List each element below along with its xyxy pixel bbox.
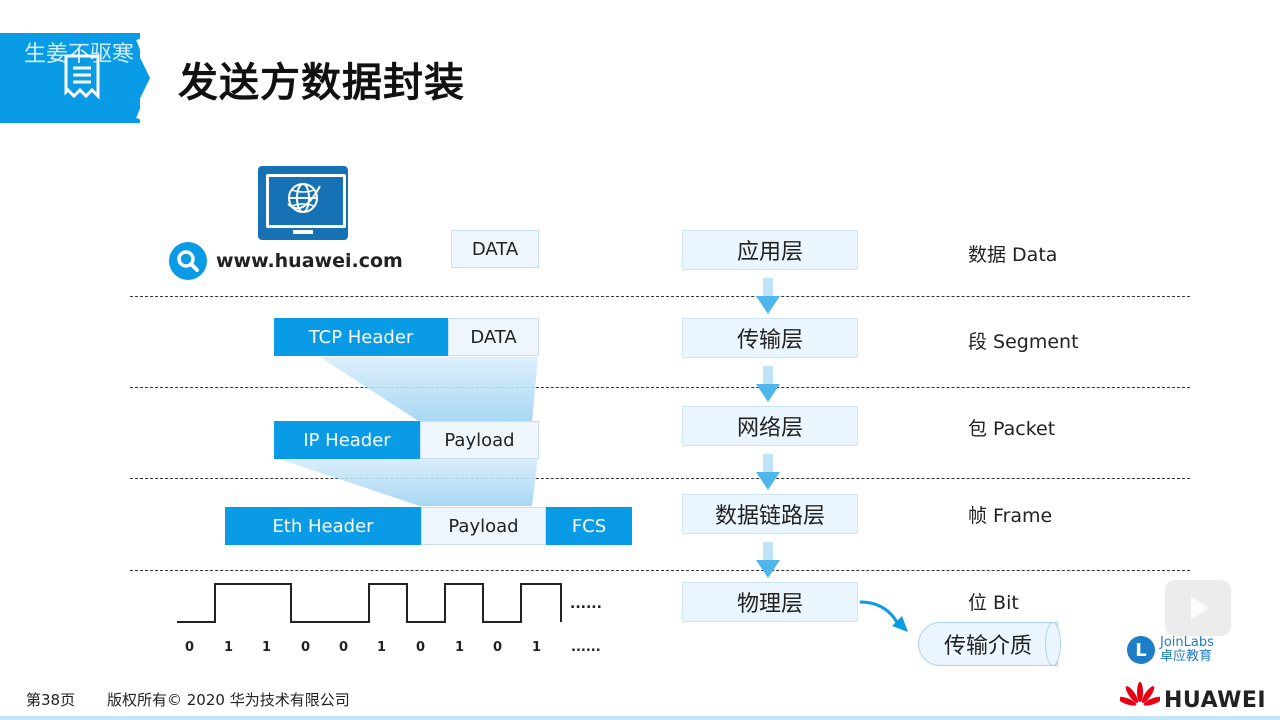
title-banner xyxy=(0,33,140,123)
layer-network: 网络层 xyxy=(682,406,858,446)
down-arrow-icon xyxy=(756,366,780,402)
page-number: 第38页 xyxy=(26,691,76,709)
signal-ellipsis: ...... xyxy=(570,596,602,612)
bottom-accent-line xyxy=(0,716,1280,720)
bit-9: 1 xyxy=(532,640,542,655)
down-arrow-icon xyxy=(756,278,780,314)
curved-arrow-icon xyxy=(859,600,908,632)
joinlabs-en: JoinLabs xyxy=(1160,635,1214,650)
bit-1: 1 xyxy=(224,640,234,655)
medium-cap xyxy=(1045,622,1061,666)
ip-header-box: IP Header xyxy=(274,421,420,459)
ip-payload-box: Payload xyxy=(420,421,539,459)
layer-datalink: 数据链路层 xyxy=(682,494,858,534)
bit-7: 1 xyxy=(455,640,465,655)
monitor-globe-icon xyxy=(258,166,348,240)
encapsulation-funnel xyxy=(270,357,538,506)
bit-0: 0 xyxy=(185,640,195,655)
eth-payload-box: Payload xyxy=(421,507,546,545)
app-data-box: DATA xyxy=(451,230,539,268)
huawei-brand-text: HUAWEI xyxy=(1164,688,1267,713)
copyright-text: 版权所有© 2020 华为技术有限公司 xyxy=(107,691,350,709)
bit-5: 1 xyxy=(377,640,387,655)
bit-8: 0 xyxy=(493,640,503,655)
document-icon xyxy=(64,54,100,100)
layer-transport: 传输层 xyxy=(682,318,858,358)
layer-physical: 物理层 xyxy=(682,582,858,622)
play-button[interactable] xyxy=(1165,580,1231,636)
down-arrow-icon xyxy=(756,542,780,578)
joinlabs-logo-icon: L xyxy=(1127,636,1155,664)
transmission-medium: 传输介质 xyxy=(918,622,1058,666)
separator-1 xyxy=(130,296,1190,297)
separator-2 xyxy=(130,387,1190,388)
page-title: 发送方数据封装 xyxy=(178,60,465,106)
separator-4 xyxy=(130,570,1190,571)
play-icon xyxy=(1191,596,1209,620)
unit-bit: 位 Bit xyxy=(968,592,1019,614)
banner-chevron-icon xyxy=(136,37,159,121)
layer-application: 应用层 xyxy=(682,230,858,270)
separator-3 xyxy=(130,478,1190,479)
huawei-logo-icon xyxy=(1120,682,1160,706)
joinlabs-cn: 卓应教育 xyxy=(1160,649,1213,664)
tcp-header-box: TCP Header xyxy=(274,318,448,356)
bit-4: 0 xyxy=(339,640,349,655)
url-text: www.huawei.com xyxy=(216,250,403,272)
bit-6: 0 xyxy=(416,640,426,655)
down-arrow-icon xyxy=(756,454,780,490)
unit-packet: 包 Packet xyxy=(968,418,1056,440)
unit-segment: 段 Segment xyxy=(968,331,1079,353)
unit-frame: 帧 Frame xyxy=(968,505,1053,527)
eth-header-box: Eth Header xyxy=(225,507,421,545)
joinlabs-text: JoinLabs 卓应教育 xyxy=(1160,636,1214,664)
search-icon xyxy=(169,242,207,280)
bit-3: 0 xyxy=(301,640,311,655)
tcp-data-box: DATA xyxy=(448,318,539,356)
signal-waveform xyxy=(177,583,562,623)
bits-ellipsis: ...... xyxy=(571,640,601,655)
bit-2: 1 xyxy=(262,640,272,655)
eth-fcs-box: FCS xyxy=(546,507,632,545)
unit-data: 数据 Data xyxy=(968,244,1058,266)
